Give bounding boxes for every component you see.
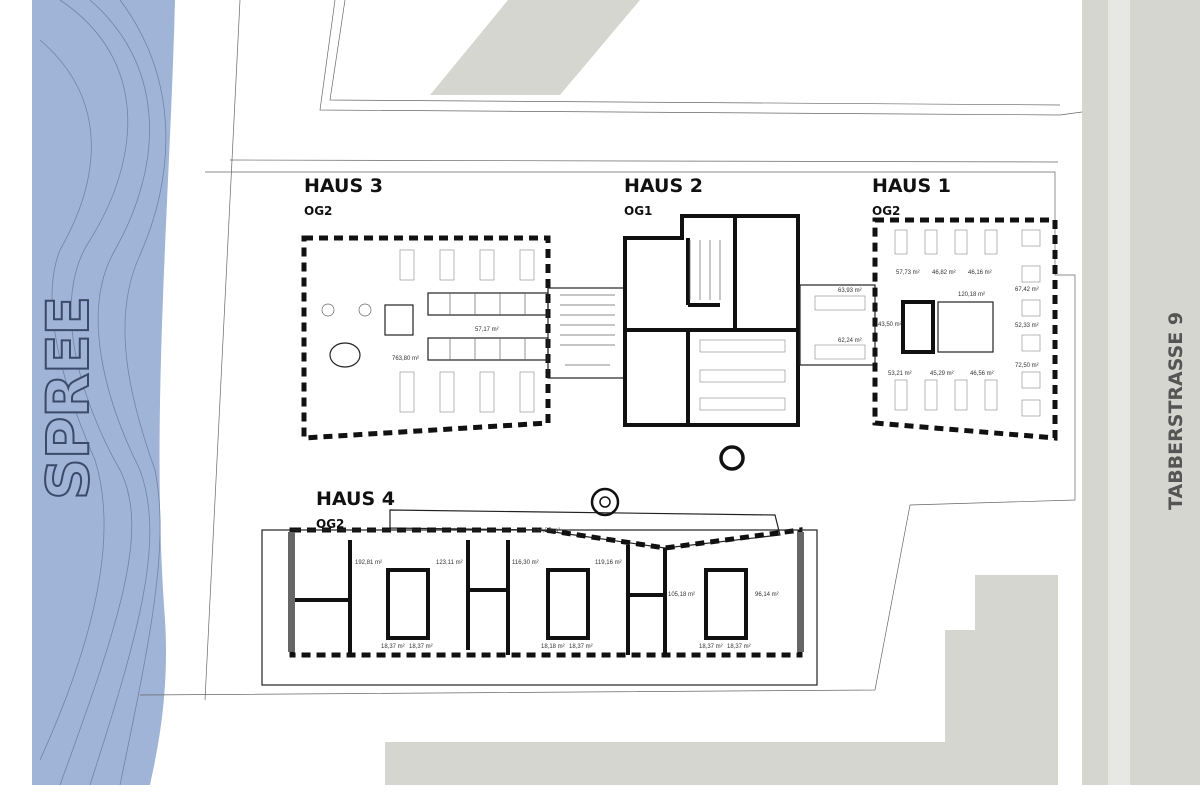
haus-4-title: HAUS 4 [316,488,395,510]
haus-1-core-2 [937,301,994,353]
haus-1-area-2: 46,82 m² [932,270,956,276]
haus-1-area-11: 46,56 m² [970,371,994,377]
connector-haus3-haus2-seats [560,294,615,366]
haus-4-area-1: 192,81 m² [355,560,382,566]
haus-3-lounge-table-small-2 [358,303,372,317]
haus-2-round-marker [719,445,745,471]
neighbour-block-bottom [385,575,1058,785]
haus-1-area-3: 46,16 m² [968,270,992,276]
haus-4-spiral-stair [590,487,620,517]
haus-1-area-7: 52,33 m² [1015,323,1039,329]
haus-3-desks [399,249,535,413]
haus-1-area-5: 120,18 m² [958,292,985,298]
haus-4-end-wall-left [288,532,295,652]
haus-3: HAUS 3 OG2 57,17 m² 763,80 m² [301,175,551,441]
haus-4-area-10: 18,37 m² [569,644,593,650]
haus-4-area-5: 105,18 m² [668,592,695,598]
haus-4-end-wall-right [797,532,804,652]
haus-4-area-7: 18,37 m² [381,644,405,650]
bridge-area-top: 63,93 m² [838,288,862,294]
street-strip-right [1082,0,1200,785]
haus-4-site-outline [261,529,818,686]
haus-3-lounge-table [329,342,361,368]
haus-4-area-6: 96,14 m² [755,592,779,598]
river-label: SPREE [34,297,102,500]
haus-3-core-bottom [427,337,549,361]
haus-4-area-4: 119,16 m² [595,560,622,566]
haus-1-title: HAUS 1 [872,175,951,197]
haus-3-core-cells [449,293,526,360]
haus-3-core-top [427,292,549,316]
haus-1-core [901,300,935,354]
haus-3-reception [384,304,414,336]
haus-4-area-3: 116,30 m² [512,560,539,566]
haus-3-area-core: 57,17 m² [475,327,499,333]
haus-4-area-terrace: 154,25 m² [533,528,560,534]
haus-1-area-1: 57,73 m² [896,270,920,276]
haus-4-partitions [295,540,667,655]
haus-2-inner-walls [625,216,798,425]
haus-1-desks [894,229,1041,417]
haus-1: HAUS 1 OG2 57,73 m² 46,82 m² 46,16 m² 67… [872,175,1058,441]
haus-2-stairs [689,240,721,300]
bridge-area-bottom: 62,24 m² [838,338,862,344]
haus-2: HAUS 2 OG1 [623,175,800,471]
street-label: TABBERSTRASSE 9 [1165,312,1187,510]
haus-4-area-11: 18,37 m² [699,644,723,650]
haus-4-cores [386,568,748,640]
haus-1-floor: OG2 [872,204,900,218]
haus-4-area-12: 18,37 m² [727,644,751,650]
haus-2-floor: OG1 [624,204,652,218]
haus-3-title: HAUS 3 [304,175,383,197]
connector-meeting-table-top [814,295,866,311]
haus-4-area-2: 123,11 m² [436,560,463,566]
haus-3-floor: OG2 [304,204,332,218]
site-boundary [139,0,1083,701]
connector-meeting-table-bottom [814,344,866,360]
haus-4-spiral-stair-core [599,496,611,508]
haus-2-outline [623,214,800,427]
haus-1-area-10: 45,29 m² [930,371,954,377]
haus-1-area-4: 67,42 m² [1015,287,1039,293]
haus-4-area-8: 18,37 m² [409,644,433,650]
haus-3-outline [301,235,551,441]
haus-4: HAUS 4 OG2 154,25 m² 192,81 m² 123,11 m²… [261,487,818,686]
haus-3-area-office: 763,80 m² [392,356,419,362]
haus-1-area-8: 72,50 m² [1015,363,1039,369]
haus-2-desks [699,339,786,411]
haus-2-title: HAUS 2 [624,175,703,197]
haus-4-area-9: 18,18 m² [541,644,565,650]
neighbour-block-top [430,0,640,95]
haus-3-lounge-table-small [321,303,335,317]
river-contours [39,0,167,786]
haus-1-area-6: 43,50 m² [878,322,902,328]
spree-river [32,0,175,785]
street-band [1108,0,1130,785]
haus-1-outline [872,217,1058,441]
haus-1-area-9: 53,21 m² [888,371,912,377]
connector-haus3-haus2 [547,287,626,379]
